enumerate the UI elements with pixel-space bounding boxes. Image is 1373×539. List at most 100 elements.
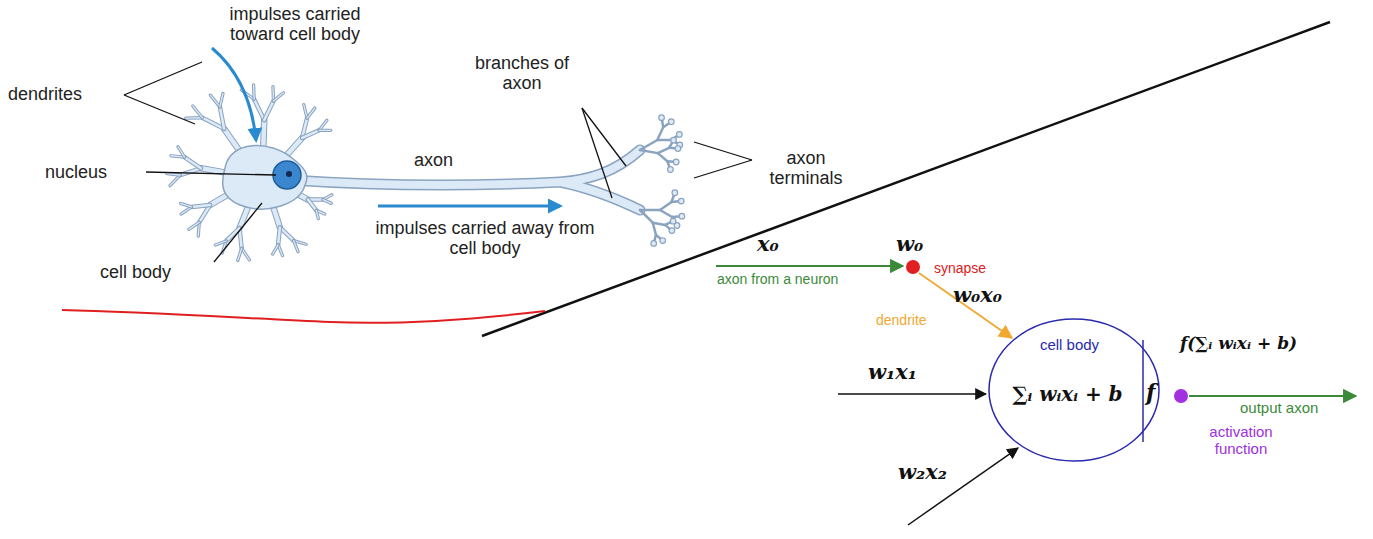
dendrite-stroke <box>273 245 278 254</box>
terminal-knob <box>668 167 674 173</box>
dendrite-stroke <box>254 99 264 120</box>
axon-drawing <box>290 150 640 210</box>
terminal-stroke <box>660 210 672 217</box>
terminal-knob <box>671 137 677 143</box>
terminal-stroke <box>657 127 663 140</box>
terminal-knob <box>673 159 679 165</box>
cell-body-circle: cell body∑ᵢ wᵢxᵢ + bf <box>988 318 1160 462</box>
dendrite-stroke <box>273 93 283 101</box>
dendrite-stroke <box>273 93 283 101</box>
dendrite-stroke <box>181 203 192 207</box>
terminal-stroke <box>653 223 665 225</box>
dendrite-stroke <box>184 157 200 168</box>
dendrite-stroke <box>210 95 220 107</box>
terminal-knob <box>670 218 676 224</box>
dendrite-stroke <box>192 205 210 207</box>
part-label: axon terminals <box>756 148 856 188</box>
dendrite-stroke <box>220 107 224 129</box>
dendrite-stroke <box>302 130 319 138</box>
terminal-knob <box>679 213 685 219</box>
terminal-stroke <box>640 150 658 153</box>
part-label: nucleus <box>45 162 107 182</box>
dendrite-stroke <box>253 85 255 99</box>
dendrite-stroke <box>319 130 331 131</box>
dendrite-stroke <box>192 205 210 207</box>
terminal-knob <box>675 146 681 152</box>
synapse-dot <box>906 260 920 274</box>
dendrite-stroke <box>178 147 185 157</box>
dendrite-stroke <box>193 106 203 118</box>
terminal-stroke <box>653 223 656 235</box>
wire-label: output axon <box>1240 400 1318 417</box>
dendrite-stroke <box>184 157 200 168</box>
dendrite-stroke <box>178 147 185 157</box>
part-label: dendrites <box>8 84 82 104</box>
cell-body-drawing <box>223 146 307 209</box>
activation-dot <box>1174 389 1188 403</box>
impulse-arrow <box>212 48 256 140</box>
dendrite-stroke <box>316 210 318 218</box>
terminal-stroke <box>640 209 660 212</box>
dendrite-stroke <box>189 222 199 229</box>
dendrite-stroke <box>307 108 315 118</box>
dendrite-stroke <box>308 200 316 211</box>
dendrite-stroke <box>189 222 199 229</box>
terminal-knob <box>660 238 666 244</box>
dendrite-stroke <box>215 241 226 245</box>
terminal-knob <box>651 241 657 247</box>
input-arrow <box>838 393 986 395</box>
input-symbol: x₀ <box>757 232 779 256</box>
dendrite-stroke <box>170 175 180 186</box>
dendrite-stroke <box>210 95 220 107</box>
axon-terminals-drawing <box>640 115 685 246</box>
wire-label: synapse <box>934 261 986 277</box>
input-axon <box>716 265 903 267</box>
dendrite-stroke <box>220 93 223 106</box>
dendrite-stroke <box>316 210 318 218</box>
dendrite-stroke <box>280 227 294 240</box>
nucleus-drawing <box>273 161 301 189</box>
dendrite-stroke <box>220 107 224 129</box>
circle-outline <box>989 319 1159 461</box>
terminal-stroke <box>658 148 669 153</box>
part-label: axon <box>414 150 453 170</box>
wire-label: dendrite <box>876 313 927 329</box>
dendrite-stroke <box>294 241 298 252</box>
terminal-knob <box>677 132 683 138</box>
leader-lines <box>124 62 752 262</box>
caption-text: impulses carried toward cell body <box>200 4 390 44</box>
terminal-stroke <box>640 210 653 223</box>
dendrite-stroke <box>323 200 331 204</box>
terminal-stroke <box>640 140 657 150</box>
weight-symbol: w₀ <box>896 232 923 256</box>
dendrite-line <box>919 273 1012 338</box>
dendrite-stroke <box>180 168 201 175</box>
dendrite-stroke <box>215 241 226 245</box>
wire-label: activation function <box>1196 424 1286 458</box>
output-axon-line <box>1189 395 1356 397</box>
activation-symbol: f <box>1146 379 1155 405</box>
node-heading: cell body <box>1040 336 1099 353</box>
terminal-knob <box>668 119 674 125</box>
dendrite-stroke <box>167 174 180 175</box>
dendrite-stroke <box>170 175 180 186</box>
impulse-arrow <box>378 205 560 208</box>
part-label: cell body <box>100 262 171 282</box>
dendrite-stroke <box>280 227 294 240</box>
red-underline <box>62 310 545 323</box>
dendrite-stroke <box>186 117 203 119</box>
dendrite-stroke <box>264 101 273 120</box>
dendrite-stroke <box>254 99 264 120</box>
product-symbol: w₁x₁ <box>868 360 917 384</box>
dendrite-stroke <box>238 248 242 260</box>
dendrite-stroke <box>302 130 319 138</box>
dendrite-stroke <box>181 203 192 207</box>
dendrite-stroke <box>308 200 316 211</box>
output-formula: f(∑ᵢ wᵢxᵢ + b) <box>1180 334 1297 353</box>
dendrite-stroke <box>294 241 298 252</box>
dendrite-stroke <box>252 85 256 99</box>
dendrite-stroke <box>264 101 273 120</box>
